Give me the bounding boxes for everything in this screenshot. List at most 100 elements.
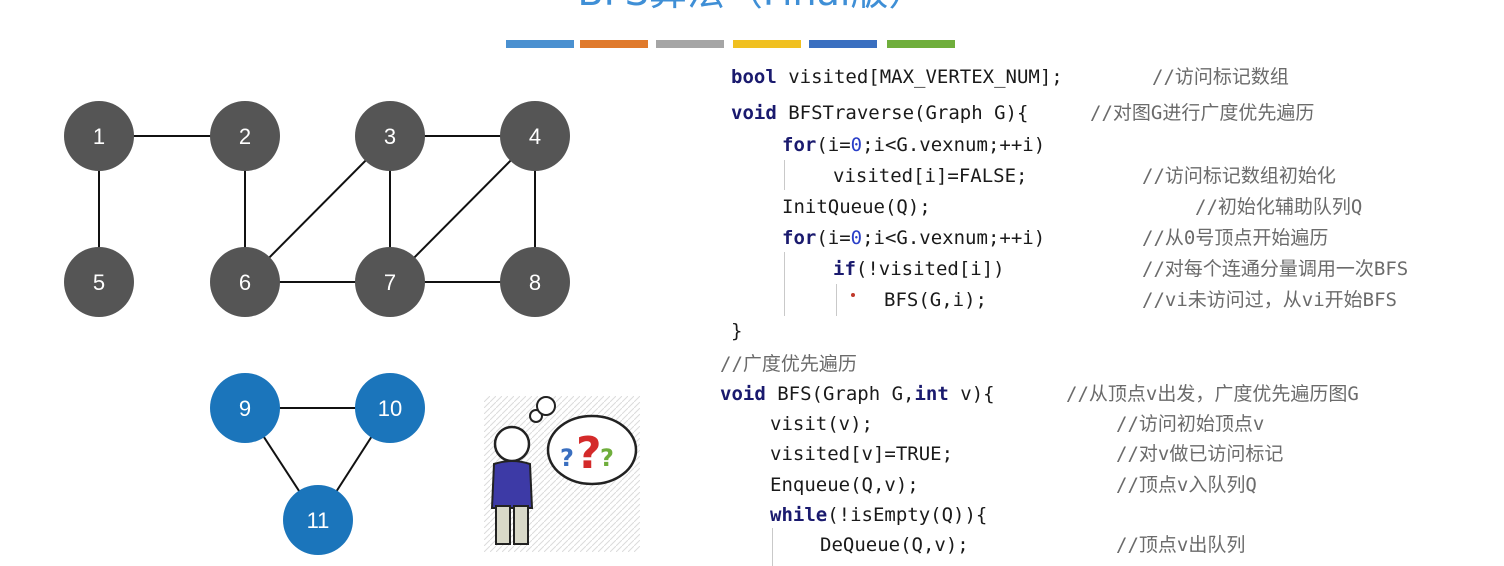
code-line-11: void BFS(Graph G,int v){ [720, 383, 995, 405]
code-line-9: } [731, 320, 743, 342]
code-comment: //初始化辅助队列Q [1195, 196, 1363, 218]
graph-node-11: 11 [283, 485, 353, 555]
graph-node-9: 9 [210, 373, 280, 443]
code-comment: //顶点v出队列 [1116, 534, 1246, 556]
code-comment: //访问初始顶点v [1116, 413, 1265, 435]
code-line-3: for(i=0;i<G.vexnum;++i) [782, 134, 1045, 156]
graph-node-circle [283, 485, 353, 555]
code-line-16: DeQueue(Q,v); [820, 534, 969, 556]
code-text: (!visited[i]) [855, 258, 1005, 280]
code-keyword: for [782, 134, 817, 156]
graph-node-1: 1 [64, 101, 134, 171]
accent-segment [656, 40, 724, 48]
code-comment: //从顶点v出发，广度优先遍历图G [1066, 383, 1359, 405]
breakpoint-dot [851, 293, 855, 297]
graph-node-6: 6 [210, 247, 280, 317]
indent-guide [784, 252, 785, 316]
code-comment: //广度优先遍历 [720, 353, 857, 375]
graph-node-7: 7 [355, 247, 425, 317]
graph-node-circle [210, 101, 280, 171]
code-comment: //访问标记数组 [1152, 66, 1289, 88]
code-text: v){ [948, 383, 995, 405]
code-text: (i= [816, 134, 851, 156]
graph-node-4: 4 [500, 101, 570, 171]
graph-node-label: 4 [529, 124, 541, 149]
confused-person-icon: ? ? ? [484, 396, 640, 552]
code-line-8: BFS(G,i); [884, 289, 987, 311]
code-keyword: for [782, 227, 817, 249]
code-comment: //访问标记数组初始化 [1142, 165, 1336, 187]
indent-guide [784, 160, 785, 190]
code-comment: //vi未访问过，从vi开始BFS [1142, 289, 1397, 311]
graph-node-10: 10 [355, 373, 425, 443]
graph-node-label: 2 [239, 124, 251, 149]
code-number: 0 [850, 227, 863, 249]
indent-guide [836, 284, 837, 316]
graph-node-label: 8 [529, 270, 541, 295]
code-keyword: int [914, 383, 949, 405]
code-line-4: visited[i]=FALSE; [833, 165, 1028, 187]
question-mark-blue: ? [560, 444, 574, 472]
code-line-6: for(i=0;i<G.vexnum;++i) [782, 227, 1045, 249]
accent-segment [809, 40, 877, 48]
accent-segment [580, 40, 648, 48]
code-comment: //顶点v入队列Q [1116, 474, 1257, 496]
indent-guide [772, 528, 773, 566]
code-line-15: while(!isEmpty(Q)){ [770, 504, 987, 526]
code-comment: //从0号顶点开始遍历 [1142, 227, 1329, 249]
code-line-5: InitQueue(Q); [782, 196, 931, 218]
code-text: ;i<G.vexnum;++i) [862, 227, 1046, 249]
code-comment: //对v做已访问标记 [1116, 443, 1284, 465]
code-keyword: void [720, 383, 766, 405]
graph-node-label: 10 [378, 396, 402, 421]
graph-node-label: 6 [239, 270, 251, 295]
question-mark-green: ? [600, 444, 614, 472]
graph-node-label: 1 [93, 124, 105, 149]
code-text: (!isEmpty(Q)){ [827, 504, 988, 526]
code-number: 0 [850, 134, 863, 156]
slide-title: BFS算法（Final版） [0, 0, 1504, 14]
graph-node-circle [64, 247, 134, 317]
code-text: BFS(Graph G, [765, 383, 915, 405]
graph-node-circle [64, 101, 134, 171]
accent-segment [887, 40, 955, 48]
question-mark-red: ? [576, 428, 602, 479]
accent-segment [733, 40, 801, 48]
graph-node-label: 9 [239, 396, 251, 421]
code-comment: //对每个连通分量调用一次BFS [1142, 258, 1409, 280]
graph-node-circle [500, 101, 570, 171]
code-line-2: void BFSTraverse(Graph G){ [731, 102, 1028, 124]
code-text: (i= [816, 227, 851, 249]
graph-node-circle [210, 373, 280, 443]
code-line-12: visit(v); [770, 413, 873, 435]
graph-node-8: 8 [500, 247, 570, 317]
confused-person-illustration: ? ? ? [484, 396, 644, 560]
graph-node-circle [355, 247, 425, 317]
code-line-1: bool visited[MAX_VERTEX_NUM]; [731, 66, 1063, 88]
graph-diagram: 1 2 3 4 5 6 7 8 9 10 11 [64, 101, 570, 555]
code-keyword: bool [731, 66, 777, 88]
code-keyword: if [833, 258, 856, 280]
code-line-7: if(!visited[i]) [833, 258, 1005, 280]
code-keyword: while [770, 504, 828, 526]
code-line-14: Enqueue(Q,v); [770, 474, 919, 496]
accent-segment [506, 40, 574, 48]
graph-node-label: 5 [93, 270, 105, 295]
graph-node-circle [355, 101, 425, 171]
graph-node-2: 2 [210, 101, 280, 171]
code-text: ;i<G.vexnum;++i) [862, 134, 1046, 156]
graph-node-3: 3 [355, 101, 425, 171]
code-text: visited[MAX_VERTEX_NUM]; [776, 66, 1063, 88]
graph-node-circle [210, 247, 280, 317]
graph-node-label: 7 [384, 270, 396, 295]
graph-node-circle [500, 247, 570, 317]
code-line-13: visited[v]=TRUE; [770, 443, 954, 465]
code-keyword: void [731, 102, 777, 124]
code-comment: //对图G进行广度优先遍历 [1090, 102, 1315, 124]
graph-node-label: 3 [384, 124, 396, 149]
graph-node-circle [355, 373, 425, 443]
graph-node-5: 5 [64, 247, 134, 317]
graph-node-label: 11 [307, 508, 330, 533]
code-text: BFSTraverse(Graph G){ [776, 102, 1029, 124]
